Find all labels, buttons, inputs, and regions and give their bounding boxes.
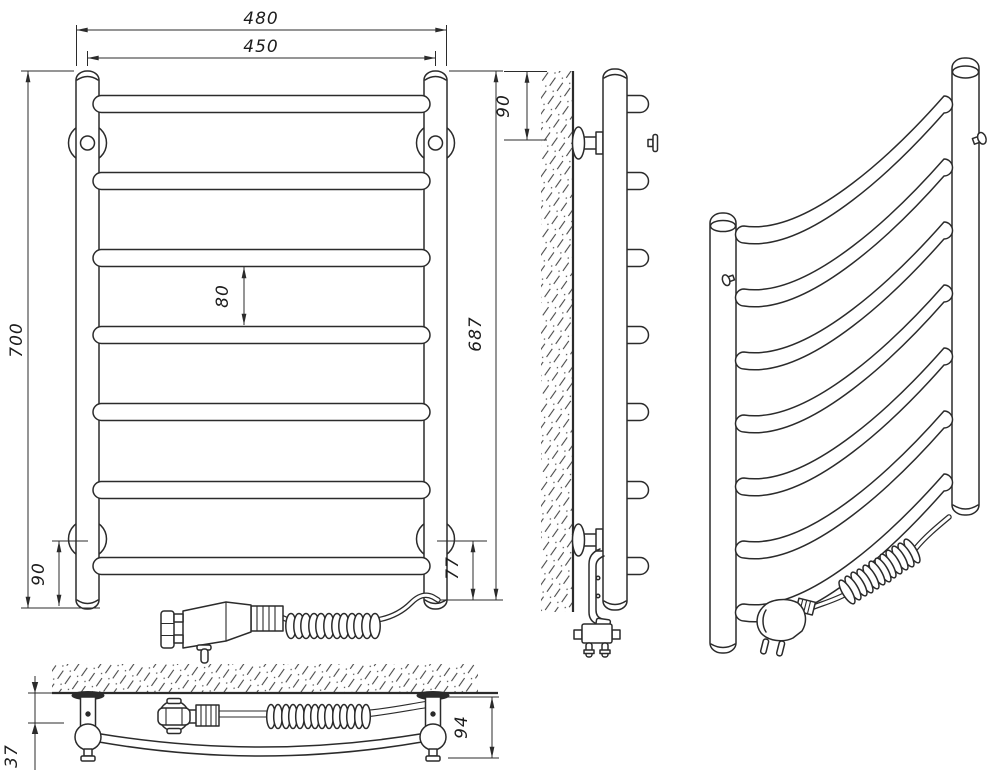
iso-right-post <box>951 57 980 516</box>
dim-bottom-right-offset-label: 77 <box>443 556 463 580</box>
rung <box>734 284 954 434</box>
bottom-view: 37 94 <box>2 664 499 770</box>
bottom-left-post <box>71 691 105 762</box>
iso-power-cord <box>756 514 952 657</box>
cord-coil <box>285 612 381 640</box>
front-view: 480 450 700 687 80 90 <box>7 9 503 664</box>
side-bracket-bottom <box>571 523 604 557</box>
front-power-cord <box>160 592 441 664</box>
iso-left-post <box>709 212 737 654</box>
dim-wall-clearance: 37 <box>2 676 64 770</box>
iso-rungs <box>734 95 954 623</box>
iso-air-vent-left <box>721 274 736 287</box>
rung <box>734 473 954 623</box>
rung <box>734 221 954 371</box>
power-plug-bottom <box>157 697 220 735</box>
rung <box>92 171 431 191</box>
bottom-rung-arc-outer <box>98 741 423 757</box>
dim-depth-label: 94 <box>452 715 472 739</box>
bottom-right-post <box>416 691 450 762</box>
rung <box>734 347 954 497</box>
rung <box>92 556 431 576</box>
dim-rung-gap: 80 <box>213 267 247 325</box>
side-view: 90 <box>494 68 659 658</box>
rung <box>734 158 954 308</box>
dim-bottom-right-offset: 77 <box>437 540 487 600</box>
dim-overall-width-label: 480 <box>243 9 278 29</box>
wall-hatch <box>52 664 478 693</box>
side-post <box>602 68 628 611</box>
dim-side-top-offset: 90 <box>494 71 547 141</box>
isometric-view <box>709 57 987 657</box>
rung <box>92 94 431 114</box>
bottom-rung-arc-inner <box>100 733 421 748</box>
dim-bottom-bracket-offset: 90 <box>29 540 88 606</box>
dim-side-top-offset-label: 90 <box>494 94 514 118</box>
power-plug-front <box>160 601 284 664</box>
rung <box>92 402 431 422</box>
dim-overall-height-label: 700 <box>7 322 27 357</box>
rung <box>92 248 431 268</box>
front-rungs <box>92 94 431 576</box>
cord-coil <box>265 703 372 730</box>
power-plug-iso <box>756 597 817 657</box>
dim-depth: 94 <box>448 696 499 759</box>
dim-rail-width-label: 450 <box>243 37 278 57</box>
bottom-power-cord <box>157 697 432 735</box>
rung <box>734 410 954 560</box>
dim-bottom-bracket-offset-label: 90 <box>29 562 49 586</box>
wall-hatch <box>541 71 573 612</box>
dim-right-height-label: 687 <box>466 316 486 351</box>
side-bracket-top <box>571 126 604 160</box>
rung <box>92 480 431 500</box>
dim-right-height: 687 <box>440 70 503 601</box>
dim-wall-clearance-label: 37 <box>2 744 22 768</box>
dim-overall-height: 700 <box>7 70 100 609</box>
iso-air-vent-right <box>971 131 987 145</box>
dim-rail-width: 450 <box>87 37 436 66</box>
dim-overall-width: 480 <box>76 9 447 66</box>
side-power-cord <box>573 548 621 658</box>
air-vent-icon <box>647 133 659 153</box>
power-plug-side <box>573 617 621 658</box>
side-rung-stubs <box>625 94 650 576</box>
rung <box>734 95 954 245</box>
cord-coil <box>838 538 921 605</box>
bracket-hole <box>79 135 96 151</box>
bracket-hole <box>427 135 444 151</box>
rung <box>92 325 431 345</box>
dim-rung-gap-label: 80 <box>213 284 233 308</box>
